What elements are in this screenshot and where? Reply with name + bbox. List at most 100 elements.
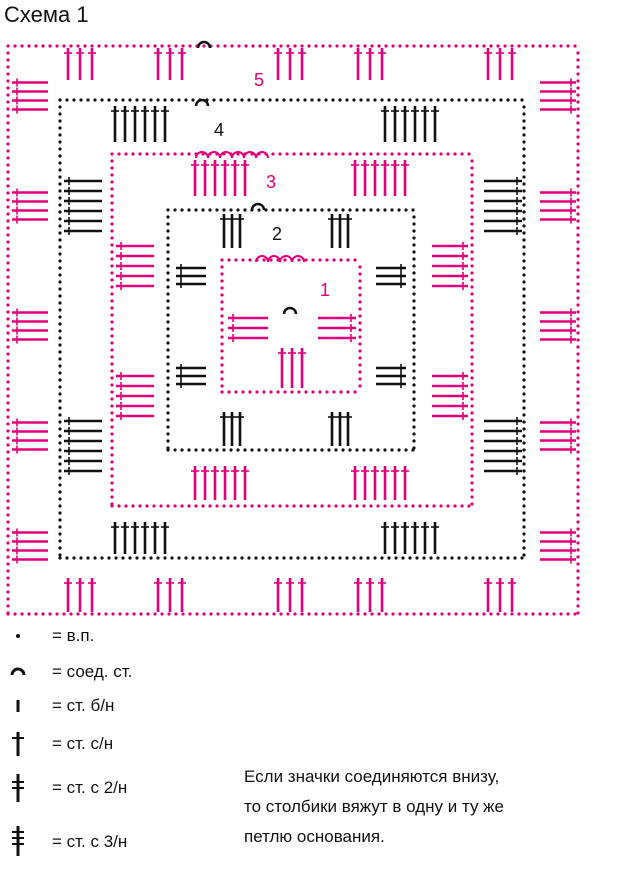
chain-dot: [110, 460, 114, 464]
chain-dot: [6, 233, 10, 237]
chain-dot: [166, 504, 170, 508]
chain-dot: [412, 313, 416, 317]
chain-dot: [457, 98, 461, 102]
chain-dot: [436, 556, 440, 560]
chain-dot: [166, 439, 170, 443]
chain-dot: [412, 243, 416, 247]
chain-dot: [166, 152, 170, 156]
chain-dot: [292, 208, 296, 212]
slip-stitch-arc: [194, 98, 210, 107]
chain-dot: [415, 556, 419, 560]
chain-dot: [139, 44, 143, 48]
chain-dot: [110, 495, 114, 499]
chain-dot: [576, 576, 580, 580]
chain-dot: [107, 98, 111, 102]
chain-dot: [307, 44, 311, 48]
chain-dot: [576, 359, 580, 363]
chain-dot: [470, 495, 474, 499]
chain-dot: [383, 208, 387, 212]
chain-dot: [496, 44, 500, 48]
chain-dot: [576, 429, 580, 433]
chain-dot: [313, 504, 317, 508]
chain-dot: [576, 534, 580, 538]
chain-dot: [241, 258, 245, 262]
chain-dot: [576, 520, 580, 524]
chain-dot: [174, 612, 178, 616]
chain-dot: [216, 44, 220, 48]
chain-dot: [404, 504, 408, 508]
chain-dot: [128, 98, 132, 102]
chain-dot: [104, 44, 108, 48]
chain-dot: [358, 265, 362, 269]
chain-dot: [303, 98, 307, 102]
chain-dot: [510, 44, 514, 48]
chain-dot: [142, 98, 146, 102]
chain-dot: [6, 478, 10, 482]
chain-dot: [110, 222, 114, 226]
chain-dot: [328, 44, 332, 48]
chain-dot: [397, 448, 401, 452]
chain-dot: [327, 448, 331, 452]
chain-dot: [349, 44, 353, 48]
chain-dot: [470, 460, 474, 464]
chain-dot: [58, 322, 62, 326]
chain-dot: [464, 556, 468, 560]
chain-dot: [576, 310, 580, 314]
chain-dot: [341, 152, 345, 156]
chain-dot: [229, 208, 233, 212]
chain-dot: [166, 411, 170, 415]
chain-dot: [6, 254, 10, 258]
chain-dot: [358, 286, 362, 290]
chain-dot: [6, 436, 10, 440]
chain-dot: [412, 257, 416, 261]
chain-dot: [464, 98, 468, 102]
chain-dot: [58, 189, 62, 193]
legend-label: = соед. ст.: [52, 662, 133, 681]
chain-dot: [6, 275, 10, 279]
chain-dot: [412, 418, 416, 422]
chain-dot: [27, 612, 31, 616]
chain-dot: [222, 448, 226, 452]
chain-dot: [167, 612, 171, 616]
chain-dot: [366, 556, 370, 560]
chain-dot: [485, 98, 489, 102]
chain-dot: [69, 44, 73, 48]
chain-dot: [208, 208, 212, 212]
chain-dot: [220, 279, 224, 283]
chain-dot: [470, 236, 474, 240]
chain-dot: [369, 504, 373, 508]
chain-dot: [257, 448, 261, 452]
chain-dot: [370, 612, 374, 616]
chain-dot: [58, 238, 62, 242]
chain-dot: [576, 478, 580, 482]
chain-dot: [355, 208, 359, 212]
chain-dot: [6, 513, 10, 517]
chain-dot: [576, 387, 580, 391]
chain-dot: [522, 483, 526, 487]
chain-dot: [327, 152, 331, 156]
chain-dot: [118, 44, 122, 48]
chain-dot: [470, 425, 474, 429]
chain-dot: [522, 455, 526, 459]
chain-dot: [285, 152, 289, 156]
chain-dot: [58, 448, 62, 452]
chain-dot: [369, 152, 373, 156]
chain-dot: [355, 504, 359, 508]
chain-dot: [110, 446, 114, 450]
chain-dot: [215, 208, 219, 212]
chain-dot: [369, 208, 373, 212]
chain-dot: [517, 612, 521, 616]
chain-dot: [358, 363, 362, 367]
note-line: Если значки соединяются внизу,: [244, 767, 500, 786]
chain-dot: [576, 373, 580, 377]
chain-dot: [170, 556, 174, 560]
slip-stitch-arc: [291, 255, 305, 263]
chain-dot: [6, 58, 10, 62]
chain-dot: [48, 612, 52, 616]
chain-dot: [470, 439, 474, 443]
chain-dot: [83, 44, 87, 48]
chain-dot: [58, 105, 62, 109]
chain-dot: [331, 98, 335, 102]
chain-dot: [132, 612, 136, 616]
chain-dot: [390, 448, 394, 452]
